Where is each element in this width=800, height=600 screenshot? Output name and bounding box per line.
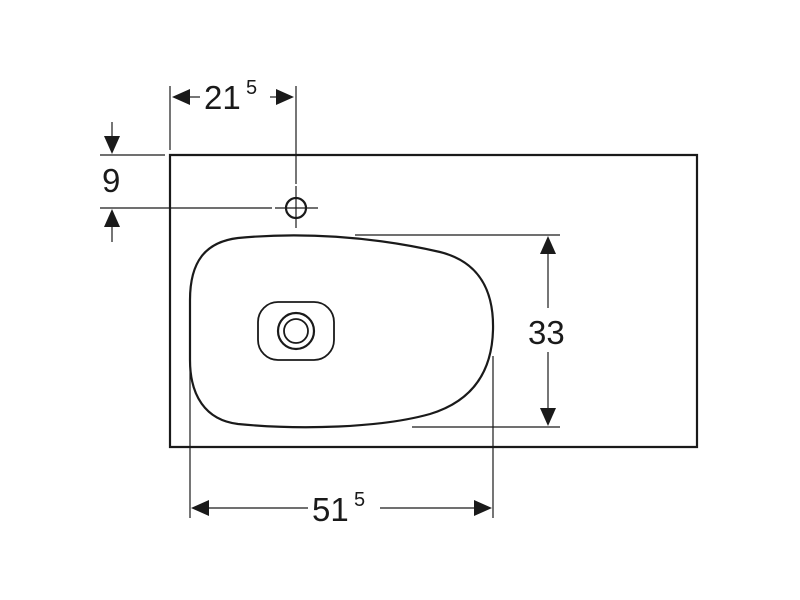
dimension-label-bowl-width: 51 [312,491,349,528]
dimension-bowl-depth: 33 [355,234,565,428]
drain [257,301,335,361]
dimension-label-tap-offset: 21 [204,79,241,116]
dimension-superscript-tap-offset: 5 [246,77,257,99]
dimension-tap-edge-distance: 9 [100,122,272,242]
dimension-label-bowl-depth: 33 [528,314,565,351]
dimension-label-tap-edge-distance: 9 [102,162,120,199]
tap-hole [275,186,318,228]
dimension-bowl-width: 51 5 [189,356,494,528]
bowl [188,234,495,429]
dimension-superscript-bowl-width: 5 [354,489,365,511]
washbasin-outline [168,153,699,449]
dimension-tap-offset: 21 5 [169,77,297,184]
